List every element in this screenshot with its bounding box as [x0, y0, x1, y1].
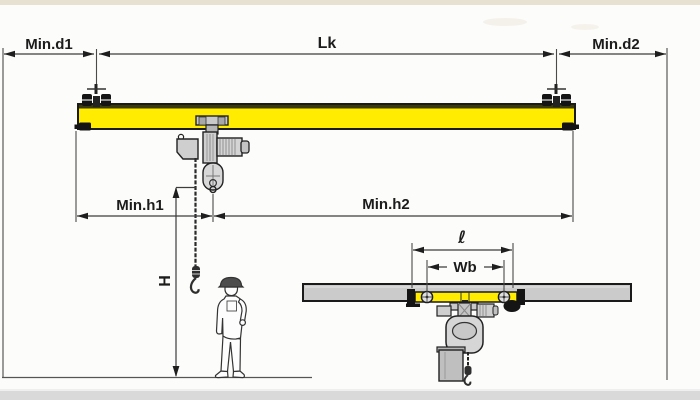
worker-shoe-left	[214, 370, 229, 379]
hoist-front-view	[176, 115, 250, 194]
suspension-trolley-left	[82, 84, 111, 107]
dimension-lk: Lk	[99, 35, 554, 58]
dimension-wheelbase: Wb	[428, 259, 503, 276]
wb-label: Wb	[453, 259, 476, 276]
worker-bib	[226, 300, 237, 312]
dimension-trolley-length: ℓ	[413, 228, 512, 254]
worker-face	[224, 286, 239, 297]
worker-hand	[239, 319, 247, 327]
worker-shoe-right	[232, 370, 246, 379]
dimension-min-h2: Min.h2	[214, 196, 572, 220]
hoist-side-motor	[476, 303, 499, 318]
h-label: H	[157, 275, 174, 287]
travel-drive	[503, 300, 521, 312]
dimension-min-d1: Min.d1	[4, 36, 94, 58]
hoist-side-view	[436, 300, 499, 386]
hook-icon	[189, 266, 200, 294]
worker-legs	[220, 335, 242, 373]
trolley-wheel-left	[420, 290, 434, 304]
dimension-h: H	[157, 186, 196, 377]
min-d2-label: Min.d2	[592, 36, 640, 53]
l-label: ℓ	[457, 228, 466, 248]
min-h2-label: Min.h2	[362, 196, 410, 213]
suspension-trolley-right	[542, 84, 571, 107]
min-d1-label: Min.d1	[25, 36, 73, 53]
trolley-plate-right	[517, 289, 525, 305]
hoist-side-box	[176, 133, 199, 160]
page-edge-highlight	[0, 389, 700, 391]
worker-figure	[214, 276, 247, 379]
trolley-plate-left	[407, 289, 415, 305]
page-edge-top	[0, 0, 700, 5]
worker-hardhat	[217, 276, 245, 288]
page-edge-bottom	[0, 391, 700, 400]
end-stop-left	[74, 122, 91, 131]
chain-container	[202, 162, 224, 194]
trolley-wheel-right	[497, 290, 511, 304]
dimension-min-d2: Min.d2	[559, 36, 666, 58]
min-h1-label: Min.h1	[116, 197, 164, 214]
lk-label: Lk	[318, 35, 337, 52]
end-stop-right	[562, 122, 579, 131]
side-view-hook-icon	[463, 366, 472, 386]
girder-front-view	[77, 103, 576, 130]
chain-box	[438, 349, 464, 382]
worker-arm-right	[237, 298, 247, 322]
paper-smudge	[571, 24, 599, 30]
hoist-motor	[216, 137, 250, 157]
paper-smudge	[483, 18, 527, 26]
dimension-min-h1: Min.h1	[77, 197, 212, 220]
